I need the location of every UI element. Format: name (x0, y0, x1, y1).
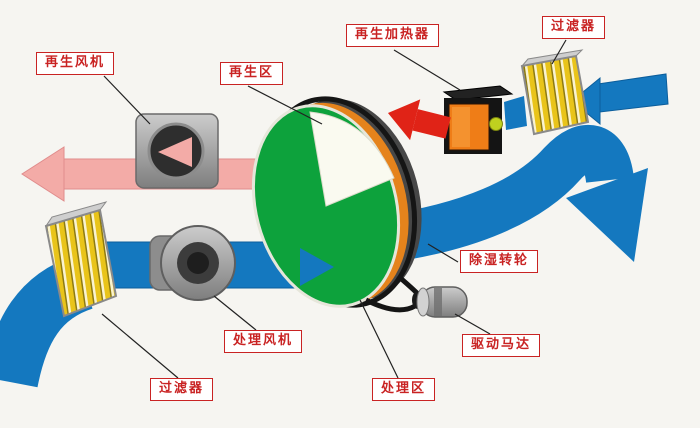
process-air-outlet-arrow (374, 125, 648, 264)
label-wheel: 除湿转轮 (460, 250, 539, 273)
regen-heater (442, 85, 514, 154)
hot-air-arrow (387, 99, 451, 141)
label-drive-motor: 驱动马达 (462, 334, 541, 357)
label-regen-heater: 再生加热器 (346, 24, 440, 47)
filter-heater-duct (504, 96, 527, 130)
filter-bottom (44, 201, 118, 318)
process-air-tip (300, 248, 334, 286)
regen-sector (309, 111, 395, 207)
drive-motor (364, 274, 468, 318)
regen-fan (135, 113, 219, 189)
label-regen-fan: 再生风机 (36, 52, 115, 75)
filter-top (520, 49, 590, 136)
label-process-zone: 处理区 (372, 378, 436, 401)
desiccant-wheel (251, 96, 422, 308)
label-process-fan: 处理风机 (224, 330, 303, 353)
connector-lines (101, 39, 567, 379)
label-filter-top: 过滤器 (542, 16, 606, 39)
label-regen-zone: 再生区 (220, 62, 284, 85)
regen-air-inlet-arrow (571, 73, 669, 126)
label-filter-bottom: 过滤器 (150, 378, 214, 401)
process-fan (149, 225, 236, 301)
